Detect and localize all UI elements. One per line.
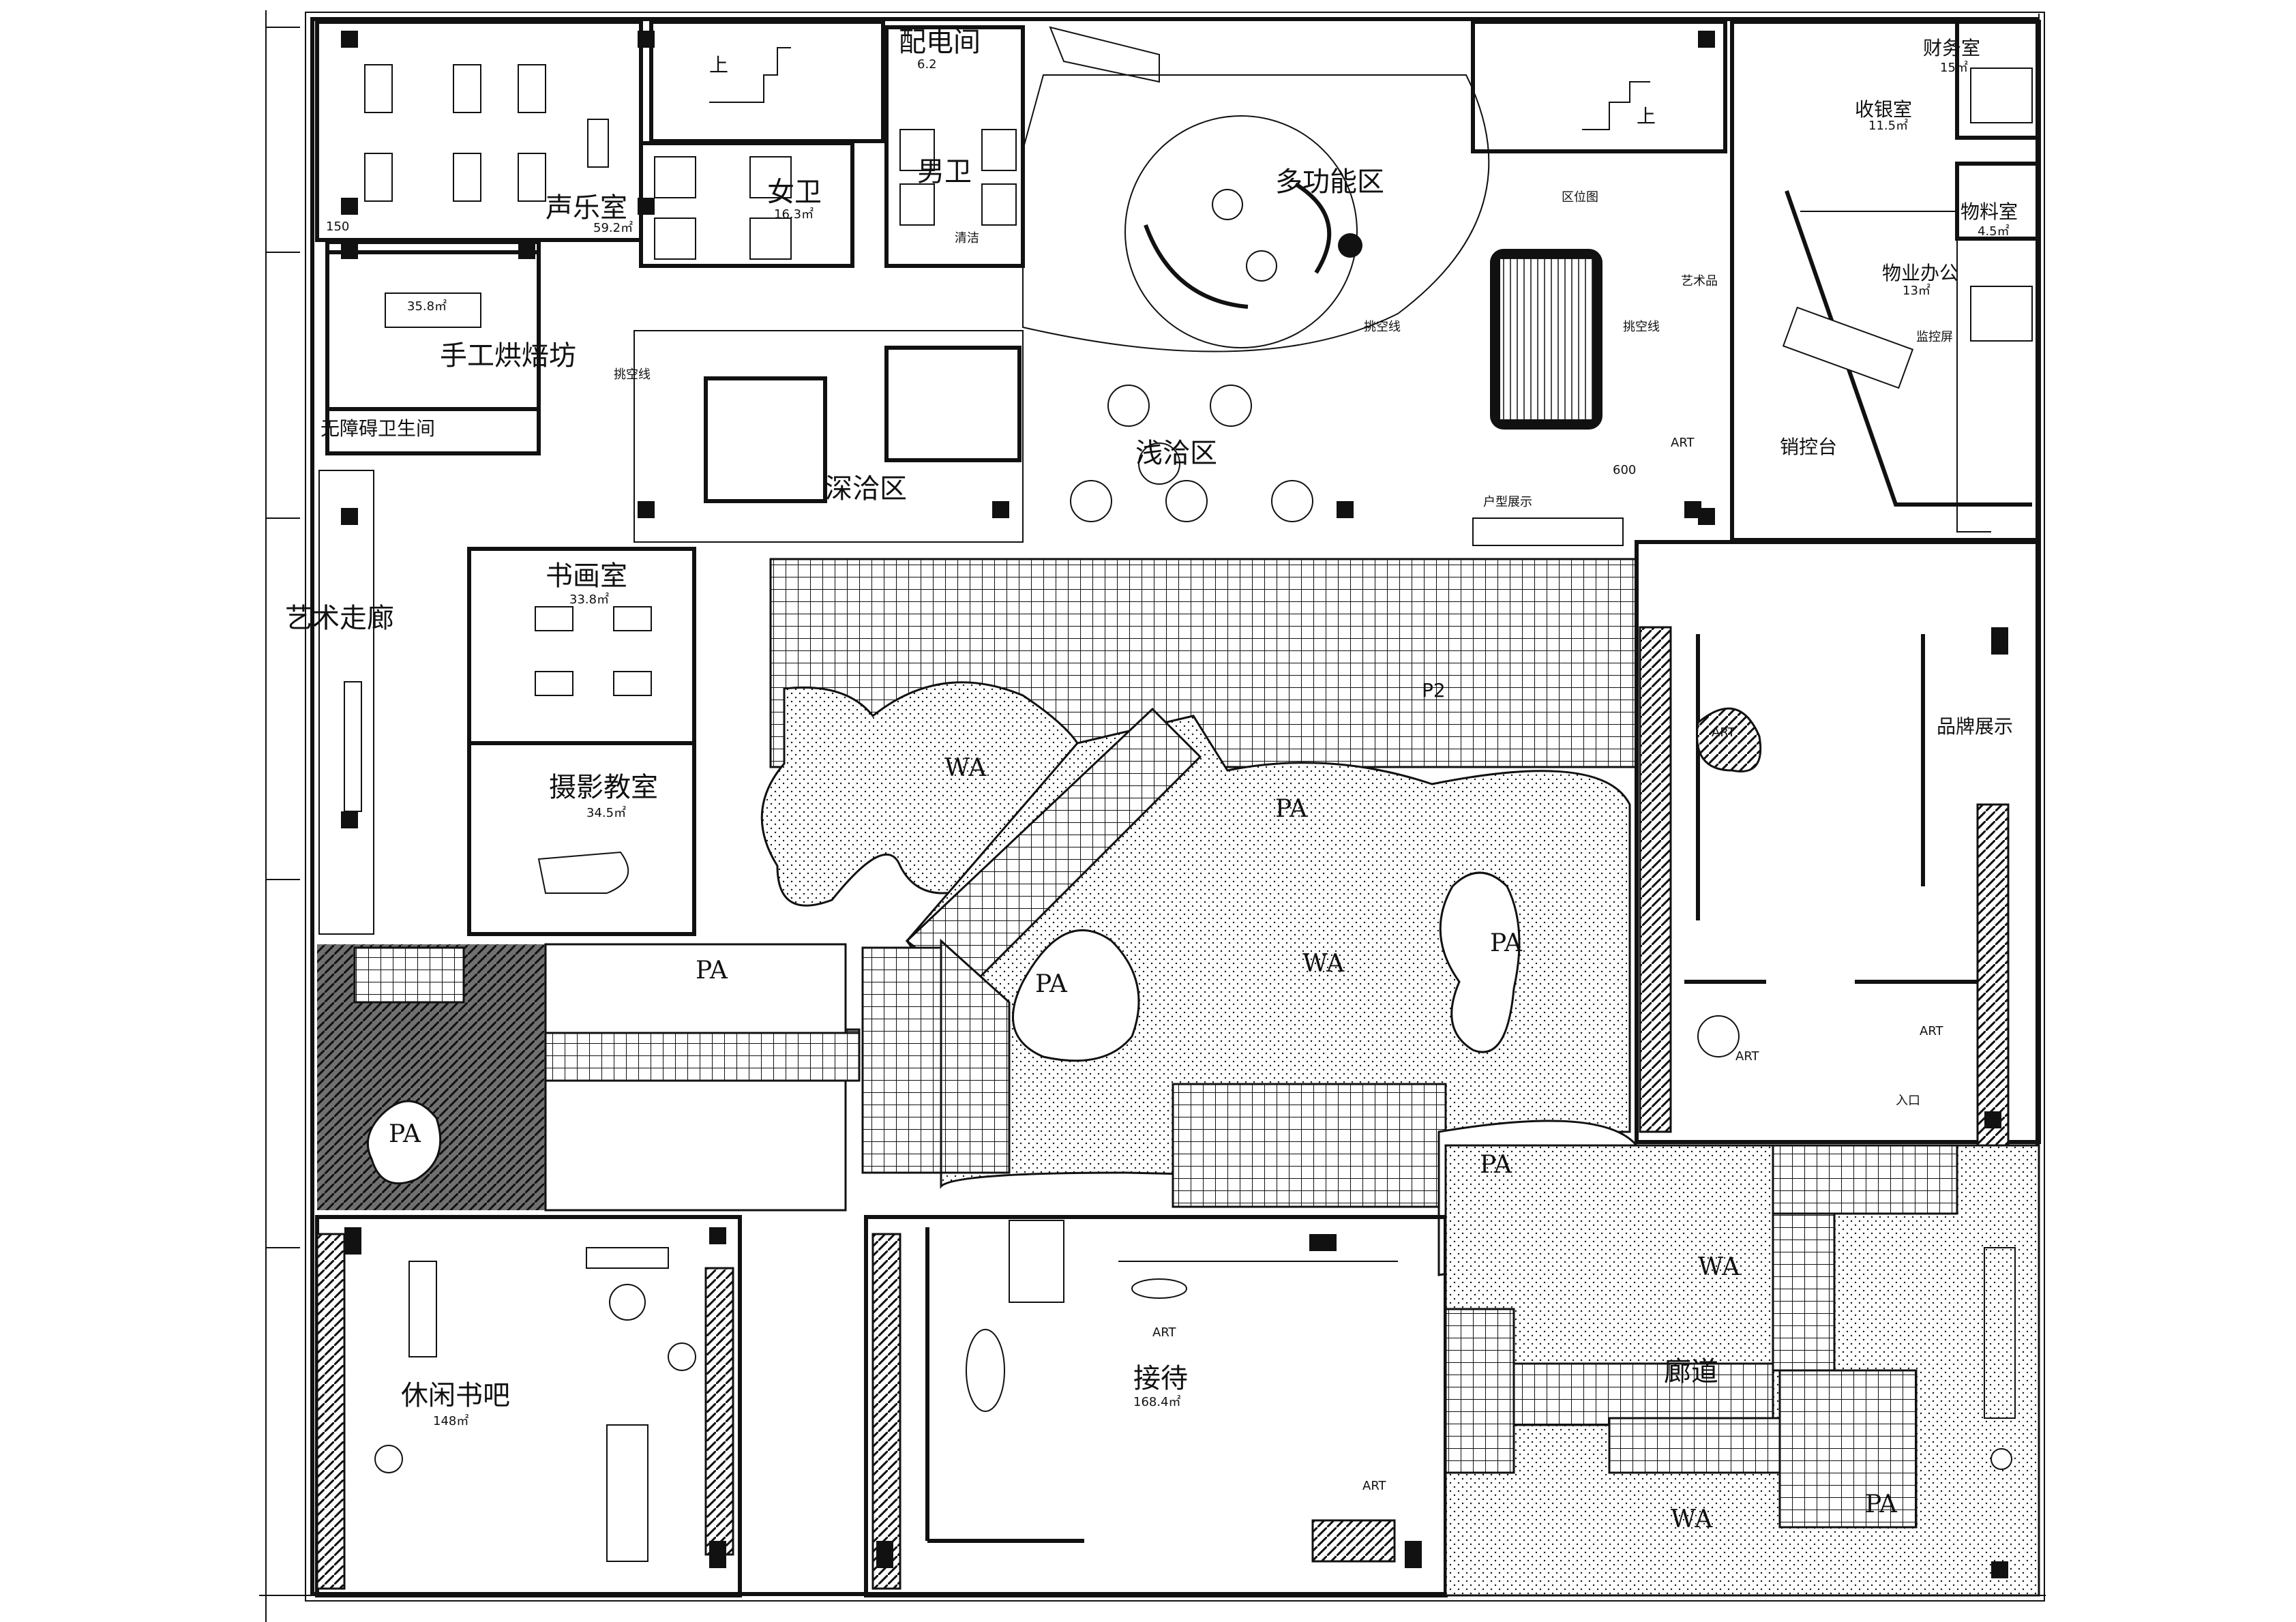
label-shou-gong-area: 35.8㎡	[407, 299, 447, 314]
label-tiao-kong-xian-3: 挑空线	[614, 367, 651, 382]
label-shou-yin-area: 11.5㎡	[1868, 118, 1908, 133]
label-qian-qia: 浅洽区	[1135, 438, 1217, 469]
label-xiao-kong-tai: 销控台	[1780, 436, 1837, 458]
label-wu-ye-ban-gong: 物业办公	[1882, 262, 1958, 284]
zone-pa-6: PA	[1480, 1151, 1512, 1179]
label-shu-hua-shi: 书画室	[546, 560, 627, 592]
room-shou-gong	[325, 250, 541, 411]
stair-1	[649, 20, 885, 143]
label-jian-kong-ping: 监控屏	[1916, 330, 1953, 344]
label-dim-150: 150	[326, 220, 349, 234]
label-cai-wu-area: 15㎡	[1940, 60, 1968, 75]
label-art-2: ART	[1735, 1049, 1760, 1064]
label-cai-wu-shi: 财务室	[1923, 37, 1980, 59]
label-she-ying: 摄影教室	[549, 772, 658, 803]
label-hu-xing: 户型展示	[1483, 495, 1532, 509]
room-xiu-xian	[315, 1215, 742, 1597]
label-jie-dai: 接待	[1133, 1363, 1188, 1394]
label-art-3: ART	[1920, 1024, 1944, 1038]
columns	[341, 31, 2008, 1578]
label-qu-wei-tu: 区位图	[1562, 190, 1598, 205]
zone-pa-5: PA	[389, 1120, 421, 1148]
label-duo-gong-neng: 多功能区	[1275, 166, 1384, 198]
multi-function-area	[1022, 26, 1490, 352]
art-corridor	[318, 470, 374, 935]
label-jie-dai-area: 168.4㎡	[1133, 1394, 1181, 1409]
label-pei-dian-jian: 配电间	[899, 27, 981, 58]
left-planting	[317, 943, 861, 1212]
rooms-study	[467, 547, 696, 936]
negotiation-areas	[633, 330, 1624, 546]
label-shang-2: 上	[1637, 105, 1656, 127]
label-shang-1: 上	[709, 54, 728, 76]
label-wu-liao-area: 4.5㎡	[1978, 224, 2010, 239]
label-yi-shu-pin: 艺术品	[1681, 274, 1718, 288]
stair-2	[1471, 20, 1727, 153]
zone-wa-2: WA	[1302, 950, 1345, 978]
label-tiao-kong-xian-2: 挑空线	[1623, 320, 1660, 334]
zone-wa-4: WA	[1671, 1505, 1713, 1533]
label-pin-pai: 品牌展示	[1937, 715, 2013, 738]
label-she-ying-area: 34.5㎡	[586, 805, 626, 820]
label-xiu-xian-area: 148㎡	[433, 1413, 468, 1428]
label-dim-600: 600	[1613, 463, 1636, 477]
label-tiao-kong-xian-1: 挑空线	[1364, 320, 1401, 334]
zone-pa-2: PA	[696, 957, 728, 985]
room-labels: 声乐室 59.2㎡ 配电间 6.2 女卫 16.3㎡ 男卫 清洁 多功能区 区位…	[285, 27, 2018, 1493]
label-nan-wei: 男卫	[917, 156, 972, 187]
zone-pa-1: PA	[1275, 795, 1308, 823]
brand-display	[1635, 540, 2041, 1147]
room-sheng-yue-shi	[315, 20, 643, 455]
room-jie-dai	[864, 1215, 1448, 1597]
label-wu-zhang-ai: 无障碍卫生间	[320, 417, 435, 440]
zone-wa-3: WA	[1698, 1253, 1740, 1281]
zone-pa-4: PA	[1490, 929, 1523, 957]
label-art-1: ART	[1671, 436, 1695, 450]
label-sheng-yue-shi: 声乐室	[546, 192, 627, 224]
zone-pa-3: PA	[1035, 970, 1068, 998]
label-pei-dian-area: 6.2	[917, 57, 937, 72]
label-lang-dao: 廊道	[1664, 1356, 1718, 1387]
zone-wa-1: WA	[944, 754, 987, 782]
restrooms	[639, 25, 1025, 268]
zone-pa-7: PA	[1865, 1490, 1898, 1518]
label-sheng-yue-area: 59.2㎡	[593, 220, 633, 235]
label-wu-ye-area: 13㎡	[1903, 283, 1930, 298]
atrium-void	[1490, 249, 1602, 430]
label-shou-yin-shi: 收银室	[1855, 98, 1912, 121]
label-shou-gong: 手工烘焙坊	[440, 340, 576, 372]
label-art-4: ART	[1712, 725, 1736, 740]
label-nv-wei: 女卫	[767, 177, 822, 208]
label-yi-shu-zou-lang: 艺术走廊	[285, 603, 394, 634]
label-shu-hua-area: 33.8㎡	[569, 592, 609, 607]
label-shen-qia: 深洽区	[825, 473, 907, 505]
courtyard	[548, 558, 1640, 1276]
label-p2: P2	[1422, 679, 1446, 702]
label-ru-kou: 入口	[1896, 1094, 1920, 1108]
label-wu-liao-shi: 物料室	[1960, 200, 2018, 223]
label-art-6: ART	[1362, 1479, 1387, 1493]
zone-labels: WA WA WA WA PA PA PA PA PA PA PA	[389, 754, 1898, 1533]
label-xiu-xian: 休闲书吧	[401, 1380, 510, 1411]
corridor-lang-dao	[1444, 1144, 2040, 1597]
label-qing-jie: 清洁	[955, 231, 979, 245]
label-art-5: ART	[1152, 1325, 1177, 1340]
label-nv-wei-area: 16.3㎡	[774, 207, 814, 222]
